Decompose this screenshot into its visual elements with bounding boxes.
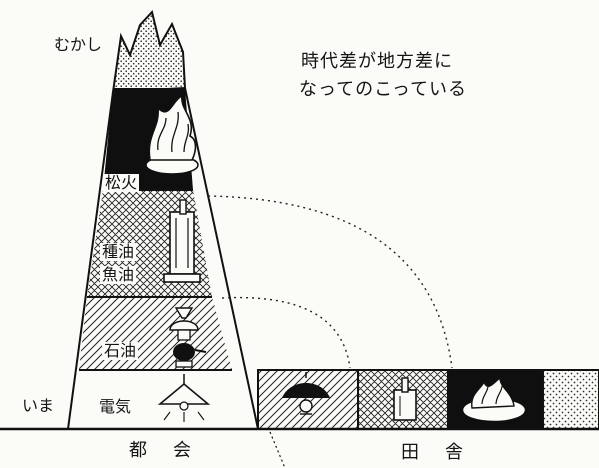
band-label-fish-oil: 魚油 — [100, 265, 137, 284]
electric-lamp-icon — [157, 374, 211, 422]
country-band-dots — [542, 369, 599, 430]
countryside-strip — [257, 369, 599, 430]
divider-dashed — [269, 431, 286, 468]
countryside-torch-fire-icon — [463, 376, 525, 421]
band-ancient-dots — [111, 9, 187, 94]
kerosene-lamp-icon — [169, 307, 207, 368]
arc-oil — [221, 296, 351, 369]
city-mountain — [67, 9, 259, 430]
countryside-oil-lamp-icon — [393, 377, 417, 421]
axis-label-city: 都会 — [129, 440, 217, 461]
band-label-seed-oil: 種油 — [100, 242, 137, 261]
label-past: むかし — [54, 35, 103, 54]
oil-lamp-stand-icon — [163, 199, 201, 283]
country-band-diag — [257, 369, 359, 430]
note-line-2: なってのこっている — [299, 79, 467, 100]
axis-label-country: 田舎 — [401, 442, 489, 463]
label-present: いま — [22, 396, 55, 415]
band-label-kerosene: 石油 — [102, 341, 139, 360]
band-label-torch: 松火 — [103, 173, 140, 192]
arc-torch — [207, 195, 453, 369]
torch-fire-icon — [145, 94, 199, 175]
electric-lamp-umbrella-icon — [282, 372, 330, 415]
band-label-electric: 電気 — [97, 397, 134, 416]
note-line-1: 時代差が地方差に — [301, 51, 453, 72]
